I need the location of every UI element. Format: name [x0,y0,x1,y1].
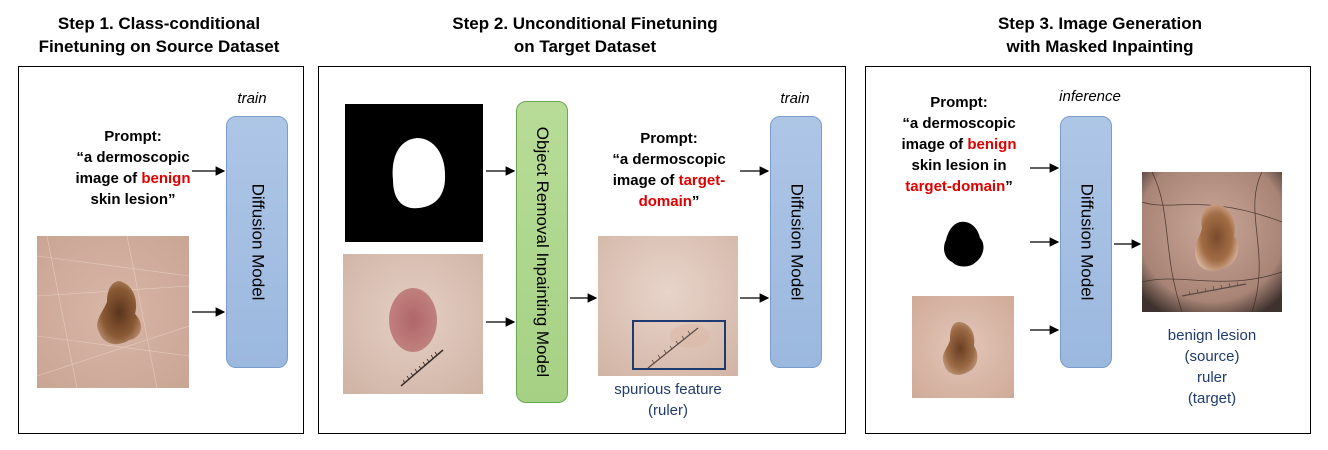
step3-generated-image [1142,172,1282,312]
step1-title: Step 1. Class-conditional Finetuning on … [14,12,304,58]
step1-prompt-l4: skin lesion” [90,191,176,208]
step3-prompt-l1: Prompt: [930,94,988,111]
step2-prompt-l1: Prompt: [640,130,698,147]
step3-diffusion-model: Diffusion Model [1060,116,1112,368]
step3-title-line1: Step 3. Image Generation [997,14,1203,33]
step2-object-removal-model-label: Object Removal Inpainting Model [533,126,553,378]
step3-output-l2: (source) [1184,348,1240,365]
step2-prompt-l2: “a dermoscopic [612,151,726,168]
step2-ruler-lesion-image [343,254,483,394]
step1-prompt-l1: Prompt: [104,128,162,145]
step2-prompt-l3: image of target- [594,170,744,191]
step3-prompt-highlight-1: benign [967,136,1017,153]
step3-mode-label: inference [1059,88,1121,105]
step2-prompt-l4c: ” [691,193,700,210]
step2-title-line1: Step 2. Unconditional Finetuning [452,14,718,33]
step2-spurious-l1: spurious feature [614,381,722,398]
step2-diffusion-model: Diffusion Model [770,116,822,368]
step1-prompt-l2: “a dermoscopic [76,149,190,166]
step3-output-label: benign lesion (source) ruler (target) [1140,325,1284,409]
step3-output-l4: (target) [1187,390,1237,407]
step3-prompt-highlight-2: target-domain [905,178,1006,195]
step2-mode-label: train [780,90,810,107]
step3-prompt-l5c: ” [1005,178,1013,195]
step3-output-l3: ruler [1196,369,1227,386]
step2-inpainted-image [598,236,738,376]
step2-prompt: Prompt: “a dermoscopic image of target- … [594,128,744,212]
step1-title-line1: Step 1. Class-conditional [57,14,261,33]
step3-title-line2: with Masked Inpainting [1006,37,1194,56]
step3-prompt-l5: target-domain” [884,176,1034,197]
step2-title-line2: on Target Dataset [513,37,657,56]
step3-prompt-l2: “a dermoscopic [902,115,1016,132]
step2-mask-image [345,104,483,242]
step1-diffusion-model-label: Diffusion Model [248,183,268,301]
step2-prompt-highlight-1: target- [678,172,726,189]
spurious-feature-highlight-box [632,320,726,370]
step3-prompt-l3: image of benign [884,134,1034,155]
step3-panel [865,66,1311,434]
step3-lesion-mask-image [938,218,990,270]
step2-prompt-l3a: image of [612,172,679,189]
step2-panel [318,66,846,434]
step1-prompt-highlight: benign [141,170,191,187]
step3-output-l1: benign lesion [1167,327,1257,344]
step1-title-line2: Finetuning on Source Dataset [38,37,280,56]
step2-prompt-highlight-2: domain [638,193,692,210]
step3-title: Step 3. Image Generation with Masked Inp… [950,12,1250,58]
step3-prompt-l3a: image of [901,136,968,153]
step3-prompt-l4: skin lesion in [911,157,1007,174]
step1-prompt-l3: image of benign [58,168,208,189]
step3-prompt: Prompt: “a dermoscopic image of benign s… [884,92,1034,197]
step2-object-removal-model: Object Removal Inpainting Model [516,101,568,403]
step1-source-lesion-image [37,236,189,388]
step1-panel [18,66,304,434]
step3-source-lesion-image [912,296,1014,398]
step2-title: Step 2. Unconditional Finetuning on Targ… [380,12,790,58]
step1-mode-label: train [237,90,267,107]
step1-diffusion-model: Diffusion Model [226,116,288,368]
step2-diffusion-model-label: Diffusion Model [787,183,807,301]
step2-spurious-l2: (ruler) [648,402,688,419]
step2-spurious-feature-label: spurious feature (ruler) [598,379,738,421]
step1-prompt: Prompt: “a dermoscopic image of benign s… [58,126,208,210]
step2-prompt-l4: domain” [594,191,744,212]
step3-diffusion-model-label: Diffusion Model [1077,183,1097,301]
step1-prompt-l3a: image of [75,170,142,187]
